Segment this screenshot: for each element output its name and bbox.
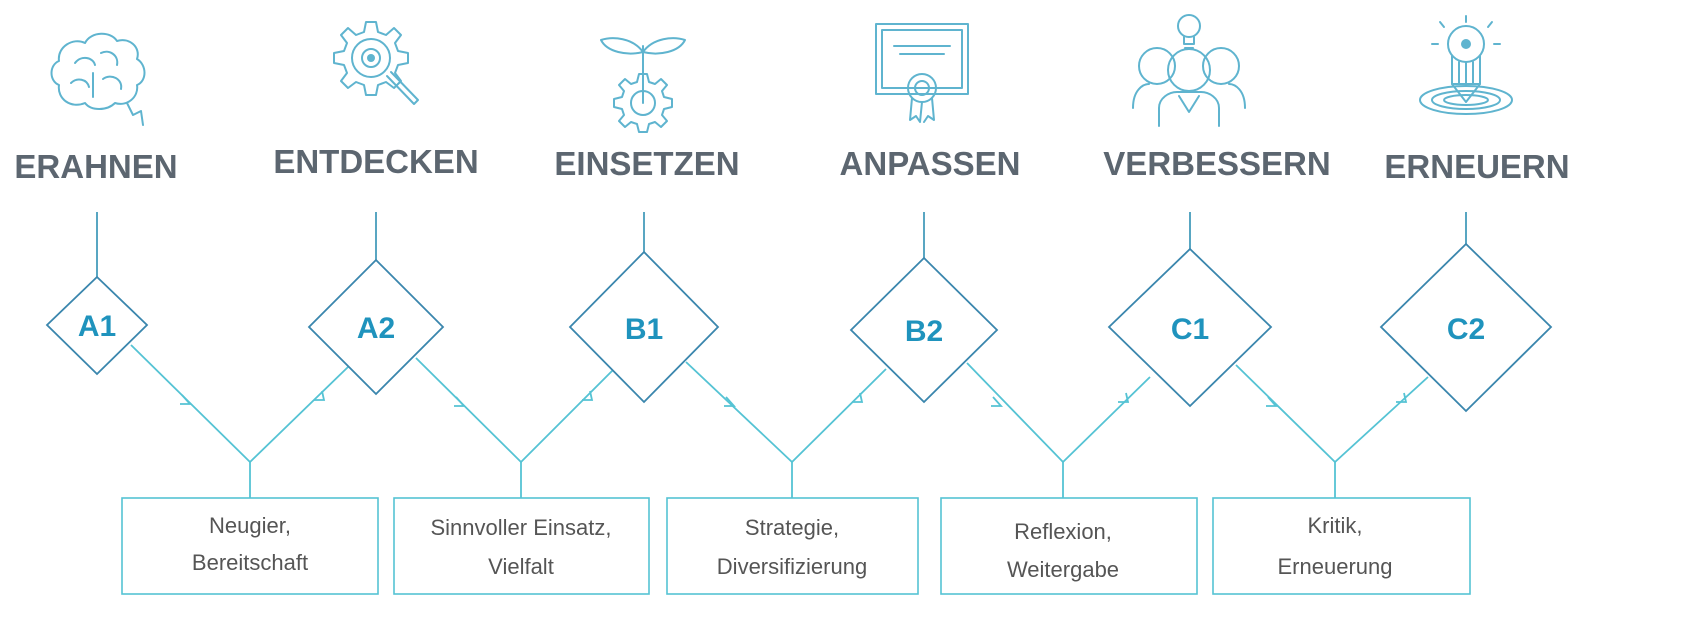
code-b1: B1 <box>625 313 663 346</box>
team-lightbulb-icon <box>1132 14 1246 127</box>
brain-icon <box>50 32 146 126</box>
diamond-a1 <box>45 275 149 376</box>
box-reflexion-line2: Weitergabe <box>1007 557 1119 582</box>
box-sinnvoller-einsatz: Sinnvoller Einsatz, Vielfalt <box>393 497 650 595</box>
box-neugier-line2: Bereitschaft <box>192 550 308 575</box>
box-strategie-line2: Diversifizierung <box>717 554 867 579</box>
box-sinnvoller-einsatz-line2: Vielfalt <box>488 554 554 579</box>
stage-title-erneuern: ERNEUERN <box>1384 148 1569 185</box>
box-sinnvoller-einsatz-line1: Sinnvoller Einsatz, <box>431 515 612 540</box>
code-a2: A2 <box>357 312 395 345</box>
code-c1: C1 <box>1171 313 1209 346</box>
box-kritik-line1: Kritik, <box>1308 513 1363 538</box>
connector-a2-b1 <box>415 357 615 498</box>
stage-title-erahnen: ERAHNEN <box>14 148 177 185</box>
code-c2: C2 <box>1447 313 1485 346</box>
stage-title-anpassen: ANPASSEN <box>840 145 1021 182</box>
connector-b2-c1 <box>966 362 1151 498</box>
box-strategie-line1: Strategie, <box>745 515 839 540</box>
certificate-icon <box>875 23 969 123</box>
diamond-c2 <box>1379 242 1553 413</box>
box-reflexion: Reflexion, Weitergabe <box>940 497 1198 595</box>
plant-gear-icon <box>600 37 686 133</box>
diamond-b2 <box>849 256 999 404</box>
stage-title-einsetzen: EINSETZEN <box>554 145 739 182</box>
connector-b1-b2 <box>685 361 887 498</box>
box-strategie: Strategie, Diversifizierung <box>666 497 919 595</box>
gear-magnifier-icon <box>333 21 419 105</box>
stage-title-verbessern: VERBESSERN <box>1103 145 1330 182</box>
stage-title-entdecken: ENTDECKEN <box>273 143 478 180</box>
diamond-a2 <box>307 258 445 396</box>
box-neugier: Neugier, Bereitschaft <box>121 497 379 595</box>
diamond-b1 <box>568 250 720 404</box>
connector-a1-a2 <box>130 344 349 498</box>
box-neugier-line1: Neugier, <box>209 513 291 538</box>
lightbulb-target-icon <box>1419 15 1513 115</box>
diamond-c1 <box>1107 247 1273 408</box>
box-kritik-line2: Erneuerung <box>1278 554 1393 579</box>
code-a1: A1 <box>78 310 116 343</box>
box-reflexion-line1: Reflexion, <box>1014 519 1112 544</box>
code-b2: B2 <box>905 315 943 348</box>
box-kritik: Kritik, Erneuerung <box>1212 497 1471 595</box>
connector-c1-c2 <box>1235 364 1429 498</box>
